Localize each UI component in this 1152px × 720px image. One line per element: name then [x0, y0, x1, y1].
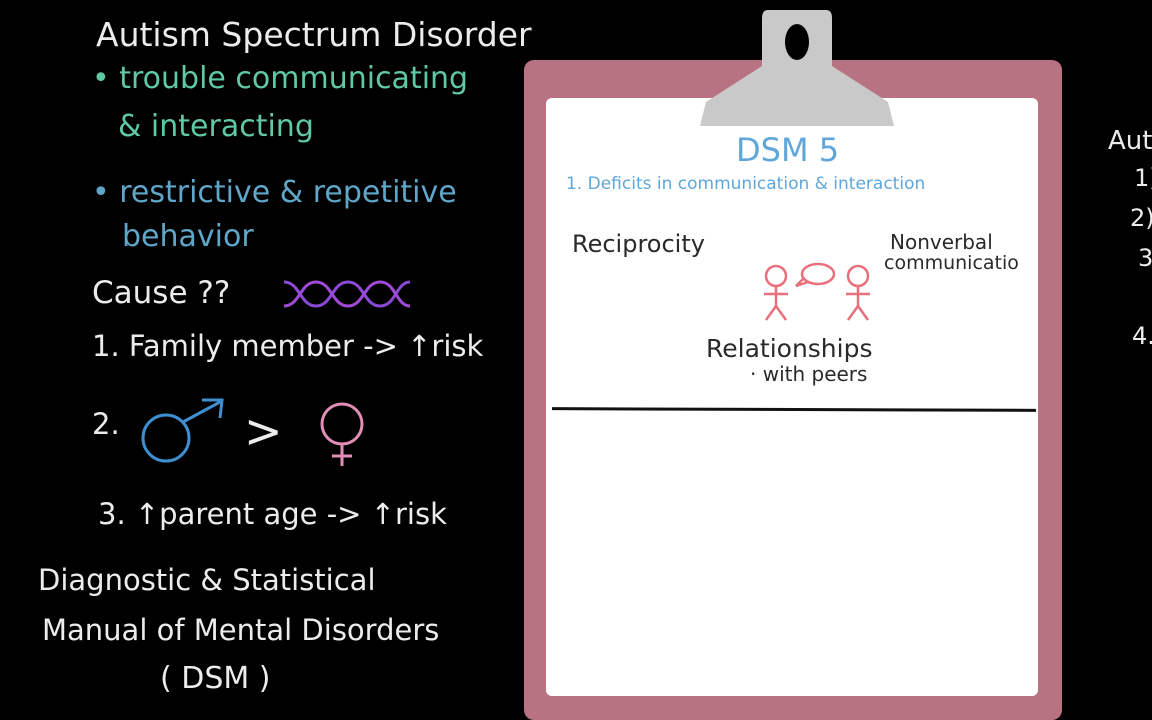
- peers-label: · with peers: [750, 362, 868, 386]
- symptom-bullet-1-line-2: & interacting: [118, 109, 314, 144]
- female-symbol-icon: [320, 402, 364, 466]
- dna-helix-icon: [283, 280, 411, 308]
- right-column-item-4: 4.: [1132, 322, 1152, 350]
- clipboard-clip-icon: [700, 10, 894, 126]
- male-symbol-icon: [141, 398, 224, 463]
- stick-figures-talking-icon: [764, 262, 870, 321]
- criterion-1: 1. Deficits in communication & interacti…: [566, 174, 926, 194]
- nonverbal-label-line-2: communicatio: [884, 252, 1019, 274]
- nonverbal-label-line-1: Nonverbal: [890, 230, 993, 254]
- topic-title: Autism Spectrum Disorder: [96, 15, 532, 54]
- symptom-bullet-2-line-2: behavior: [122, 219, 254, 254]
- greater-than-sign: >: [244, 404, 283, 458]
- dsm-expansion-line-1: Diagnostic & Statistical: [38, 563, 376, 597]
- relationships-label: Relationships: [706, 334, 873, 363]
- symptom-bullet-1-line-1: • trouble communicating: [92, 61, 469, 96]
- risk-factor-3: 3. ↑parent age -> ↑risk: [98, 497, 447, 531]
- risk-factor-1: 1. Family member -> ↑risk: [92, 329, 484, 363]
- cause-heading: Cause ??: [92, 275, 231, 311]
- dsm5-heading: DSM 5: [736, 131, 840, 169]
- right-column-item-2: 2): [1130, 204, 1152, 232]
- clipboard-paper: [546, 98, 1038, 696]
- right-column-item-3: 3: [1138, 244, 1152, 272]
- dsm-expansion-line-2: Manual of Mental Disorders: [42, 613, 440, 647]
- symptom-bullet-2-line-1: • restrictive & repetitive: [92, 175, 457, 210]
- reciprocity-label: Reciprocity: [572, 230, 705, 258]
- right-column-title: Aut: [1108, 126, 1152, 156]
- risk-factor-2-number: 2.: [92, 407, 120, 441]
- dsm-abbreviation: ( DSM ): [160, 661, 271, 696]
- right-column-item-1: 1): [1134, 164, 1152, 192]
